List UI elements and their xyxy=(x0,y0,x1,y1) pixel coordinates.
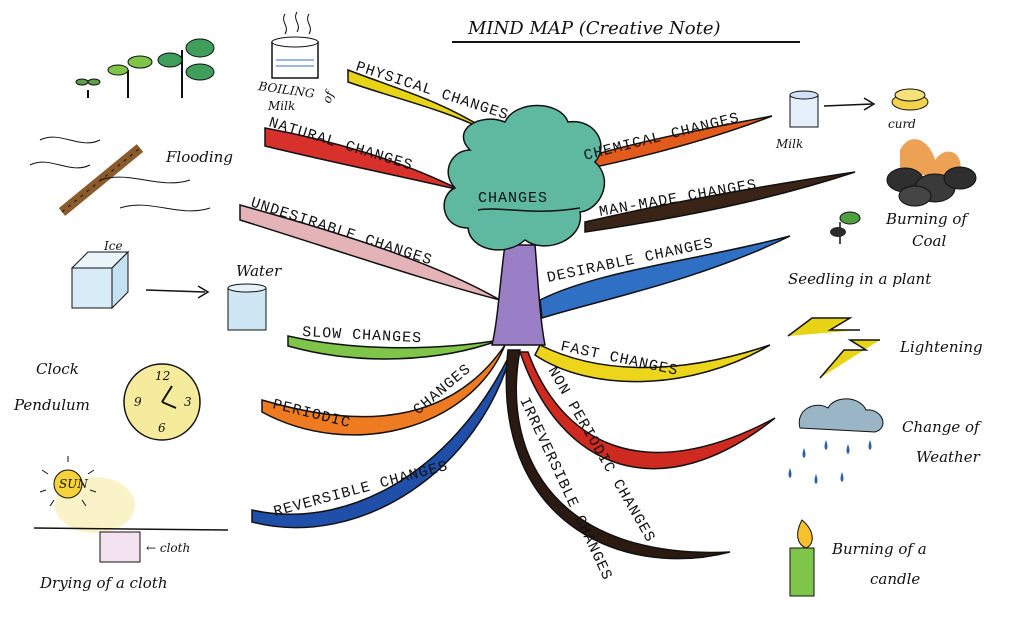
clock-12: 12 xyxy=(155,369,170,383)
sun-label: SUN xyxy=(59,477,88,491)
burning-coal-icon xyxy=(886,139,977,207)
label-slow: SLOW CHANGES xyxy=(302,324,423,347)
center-label: CHANGES xyxy=(478,190,548,207)
branch-non-periodic xyxy=(518,351,776,470)
clock-label-b: Pendulum xyxy=(13,396,90,414)
branch-man-made xyxy=(584,171,856,233)
boiling-milk-icon xyxy=(271,11,319,79)
seedling-label: Seedling in a plant xyxy=(788,270,932,288)
arrow-ice-to-water-icon xyxy=(145,285,210,299)
boiling-milk-label-a: BOILING xyxy=(257,79,316,101)
milk-label: Milk xyxy=(775,137,803,151)
coal-label-a: Burning of xyxy=(885,210,969,228)
clock-label-a: Clock xyxy=(36,360,79,378)
rain-cloud-icon xyxy=(788,398,884,484)
branch-irreversible xyxy=(505,349,731,560)
flooding-icon xyxy=(29,136,211,216)
candle-label-b: candle xyxy=(870,570,920,588)
ice-label: Ice xyxy=(103,239,123,253)
arrow-milk-to-curd-icon xyxy=(823,97,876,111)
sun-icon xyxy=(39,456,135,533)
boiling-milk-label-c: of xyxy=(320,87,338,105)
flooding-label: Flooding xyxy=(165,148,233,166)
branch-chemical xyxy=(569,115,773,173)
tree-trunk xyxy=(491,244,546,346)
milk-glass-icon xyxy=(789,90,819,128)
title: MIND MAP (Creative Note) xyxy=(467,18,721,39)
branch-desirable xyxy=(539,235,791,319)
seedling-icon xyxy=(830,211,861,244)
coal-label-b: Coal xyxy=(912,232,946,250)
ice-cube-icon xyxy=(70,250,130,310)
weather-label-b: Weather xyxy=(916,448,981,466)
clock-9: 9 xyxy=(134,395,142,409)
branch-fast xyxy=(534,343,771,383)
candle-icon xyxy=(789,519,815,597)
water-glass-icon xyxy=(227,283,267,331)
weather-label-a: Change of xyxy=(902,418,982,436)
lightning-label: Lightening xyxy=(899,338,983,356)
drying-label: Drying of a cloth xyxy=(39,574,167,592)
curd-bowl-icon xyxy=(891,88,929,111)
cloth-arrow-label: ← cloth xyxy=(146,541,190,555)
tree-crown xyxy=(443,104,606,251)
lightning-icon xyxy=(787,317,880,379)
clock-icon xyxy=(123,363,201,441)
seedlings-icon xyxy=(75,38,215,98)
clock-6: 6 xyxy=(158,421,166,435)
label-chemical: CHEMICAL CHANGES xyxy=(582,110,741,165)
candle-label-a: Burning of a xyxy=(831,540,927,558)
curd-label: curd xyxy=(888,117,916,131)
center-underline xyxy=(477,207,581,212)
clock-3: 3 xyxy=(184,395,192,409)
clothesline-icon xyxy=(33,527,229,563)
water-label: Water xyxy=(236,262,282,280)
boiling-milk-label-b: Milk xyxy=(267,99,295,113)
